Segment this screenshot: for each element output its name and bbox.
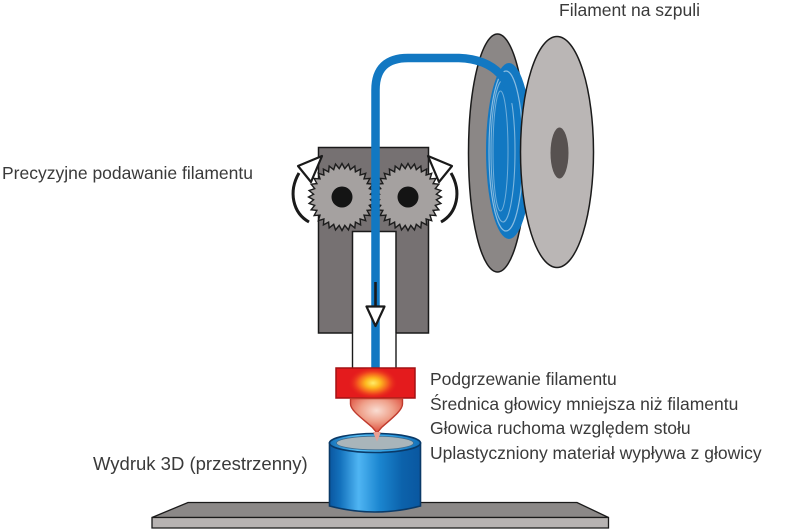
annotation-material-flow: Uplastyczniony materiał wypływa z głowic…	[430, 442, 762, 463]
spool-label: Filament na szpuli	[559, 0, 701, 20]
print-cylinder	[328, 432, 422, 513]
annotation-heating: Podgrzewanie filamentu	[430, 369, 617, 389]
rotation-arrow-right-icon	[426, 154, 459, 224]
gear-axle-right	[397, 186, 419, 208]
print-label: Wydruk 3D (przestrzenny)	[93, 453, 308, 474]
filament-path	[371, 53, 518, 375]
rotation-arrow-left-icon	[291, 154, 324, 224]
feed-direction-arrow-icon	[365, 282, 386, 328]
annotation-nozzle-diameter: Średnica głowicy mniejsza niż filamentu	[430, 393, 739, 414]
annotation-moving-head: Głowica ruchoma względem stołu	[430, 418, 691, 439]
spool-hub-hole	[550, 127, 569, 179]
feeding-label: Precyzyjne podawanie filamentu	[2, 163, 253, 183]
annotation-list: Podgrzewanie filamentu Średnica głowicy …	[430, 367, 762, 465]
molten-drop	[373, 432, 381, 442]
cylinder-top-surface	[336, 435, 414, 451]
heater-glow	[348, 367, 398, 399]
heater-block	[335, 367, 416, 399]
nozzle	[349, 397, 404, 435]
feeder-gears	[307, 162, 443, 232]
gear-axle-left	[331, 186, 353, 208]
